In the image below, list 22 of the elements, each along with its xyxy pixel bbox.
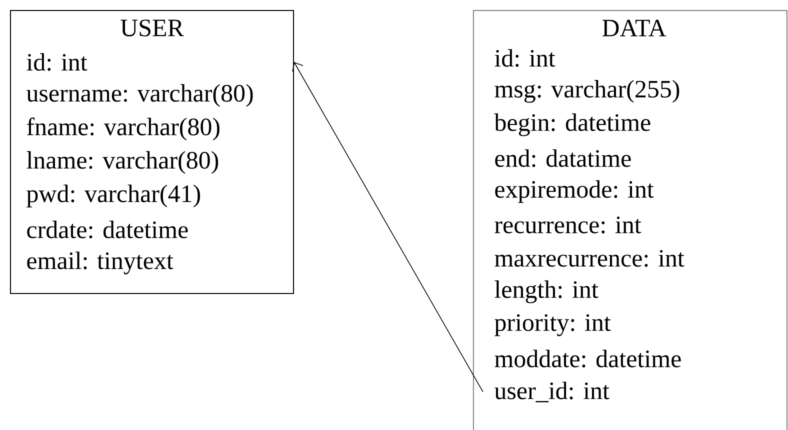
table-title: USER <box>120 20 184 36</box>
field-row: id: int <box>494 49 556 67</box>
field-row: expiremode: int <box>495 180 654 203</box>
field-row: user_id: int <box>494 382 610 402</box>
field-row: end: datatime <box>495 149 631 168</box>
field-row: username: varchar(80) <box>26 84 253 107</box>
field-row: recurrence: int <box>494 216 642 234</box>
field-row: length: int <box>494 280 598 304</box>
field-row: msg: varchar(255) <box>494 80 680 103</box>
field-row: id: int <box>26 53 88 71</box>
field-row: priority: int <box>494 314 611 336</box>
arrow <box>292 62 484 392</box>
field-row: crdate: datetime <box>27 220 188 238</box>
field-row: lname: varchar(80) <box>26 151 218 174</box>
table-title: DATA <box>602 20 666 36</box>
field-row: email: tinytext <box>27 252 174 274</box>
field-row: pwd: varchar(41) <box>26 184 200 208</box>
field-row: maxrecurrence: int <box>494 250 684 267</box>
field-row: moddate: datetime <box>494 350 681 368</box>
table-box <box>10 10 294 294</box>
field-row: begin: datetime <box>494 113 650 136</box>
field-row: fname: varchar(80) <box>26 118 220 140</box>
